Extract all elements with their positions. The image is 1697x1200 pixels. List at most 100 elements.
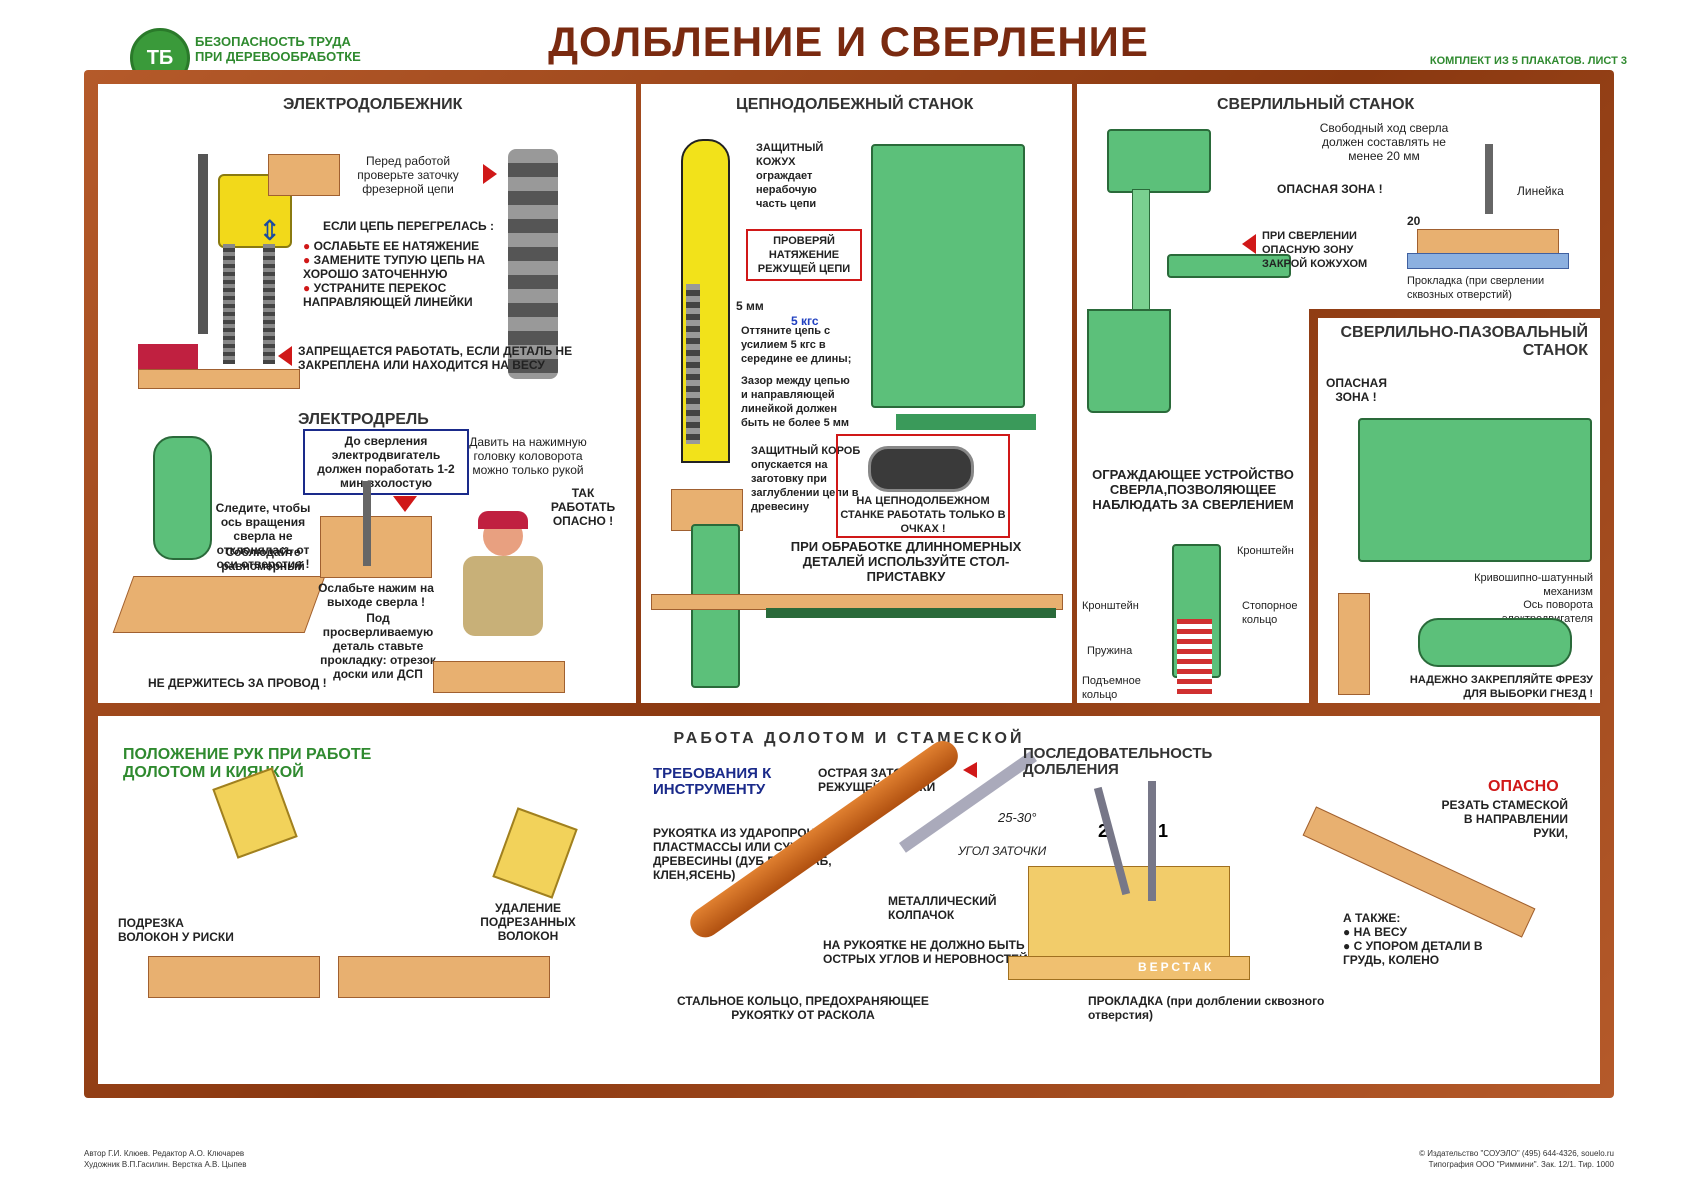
machine-base-illustration [896,414,1036,430]
goggles-box: НА ЦЕПНОДОЛБЕЖНОМ СТАНКЕ РАБОТАТЬ ТОЛЬКО… [836,434,1010,538]
arrow-down-icon [393,496,417,512]
drill-head-illustration [1107,129,1211,193]
wire-warning: НЕ ДЕРЖИТЕСЬ ЗА ПРОВОД ! [148,676,327,690]
lining-label: Прокладка (при сверлении сквозных отверс… [1407,275,1545,301]
overheat-list: ● ОСЛАБЬТЕ ЕЕ НАТЯЖЕНИЕ ● ЗАМЕНИТЕ ТУПУЮ… [303,239,493,309]
lining-text: Под просверливаемую деталь ставьте прокл… [320,611,436,681]
angle-value: 25-30° [998,810,1037,825]
table-illustration [1167,254,1291,278]
axis-text: Следите, чтобы ось вращения сверла не от… [215,501,311,571]
guard-device-text: ОГРАЖДАЮЩЕЕ УСТРОЙСТВО СВЕРЛА,ПОЗВОЛЯЮЩЕ… [1092,467,1294,512]
ring-text: СТАЛЬНОЕ КОЛЬЦО, ПРЕДОХРАНЯЮЩЕЕ РУКОЯТКУ… [677,994,929,1022]
machine-base-illustration [1087,309,1171,413]
panel-chain-mortiser: ЦЕПНОДОЛБЕЖНЫЙ СТАНОК ЗАЩИТНЫЙ КОЖУХ огр… [641,84,1072,703]
bracket-left-label: Кронштейн [1082,600,1139,612]
footer-publisher: © Издательство "СОУЭЛО" (495) 644-4326, … [1419,1149,1614,1158]
bench-label: ВЕРСТАК [1138,960,1215,974]
panel-chisel-work: РАБОТА ДОЛОТОМ И СТАМЕСКОЙ ПОЛОЖЕНИЕ РУК… [98,716,1600,1084]
panel-title: ЦЕПНОДОЛБЕЖНЫЙ СТАНОК [736,96,974,113]
mortise-board-illustration [1028,866,1230,958]
panel-title: СВЕРЛИЛЬНЫЙ СТАНОК [1217,96,1415,113]
footer-printer: Типография ООО "Риммини". Зак. 12/1. Тир… [1428,1160,1614,1169]
wood-block-icon [268,154,340,196]
force-label: 5 кгс [791,314,819,328]
motor-illustration [1418,618,1572,667]
drill-bit-illustration [1485,144,1493,214]
spring-illustration [1177,619,1212,694]
workpiece-illustration [148,956,320,998]
dim-20-label: 20 [1407,214,1421,228]
gap-text: Зазор между цепью и направляющей линейко… [741,375,850,429]
tension-box: ПРОВЕРЯЙ НАТЯЖЕНИЕ РЕЖУЩЕЙ ЦЕПИ [746,229,862,281]
panel-electro-mortiser: ЭЛЕКТРОДОЛБЕЖНИК ⇕ Перед работой проверь… [98,84,636,411]
angle-label: УГОЛ ЗАТОЧКИ [958,844,1047,858]
crank-label: Кривошипно-шатунный механизм [1474,572,1593,598]
bracket-right-label: Кронштейн [1237,545,1294,557]
ruler-label: Линейка [1517,184,1564,198]
step-1-label: 1 [1158,821,1169,841]
panel-title: ЭЛЕКТРОДРЕЛЬ [298,411,429,428]
mortiser-machine-illustration [871,144,1025,408]
footer-right: © Издательство "СОУЭЛО" (495) 644-4326, … [1419,1148,1614,1170]
workpiece-illustration [112,576,326,633]
list-item: ● ОСЛАБЬТЕ ЕЕ НАТЯЖЕНИЕ [303,239,480,253]
list-item: ● С УПОРОМ ДЕТАЛИ В ГРУДЬ, КОЛЕНО [1343,939,1483,967]
danger-zone-label: ОПАСНАЯ ЗОНА ! [1326,376,1387,404]
arrow-left-icon [278,346,292,366]
gap-label: 5 мм [736,299,764,313]
list-item: ● УСТРАНИТЕ ПЕРЕКОС НАПРАВЛЯЮЩЕЙ ЛИНЕЙКИ [303,281,473,309]
logo-text: ТБ [146,46,174,69]
footer-left: Автор Г.И. Клюев. Редактор А.О. Ключарев… [84,1148,247,1170]
page-title: ДОЛБЛЕНИЕ И СВЕРЛЕНИЕ [548,18,1149,65]
overheat-title: ЕСЛИ ЦЕПЬ ПЕРЕГРЕЛАСЬ : [323,219,494,233]
footer-authors: Автор Г.И. Клюев. Редактор А.О. Ключарев [84,1149,245,1158]
footer-artists: Художник В.П.Гасилин. Верстка А.В. Цыпев [84,1160,247,1169]
danger-title: ОПАСНО [1488,778,1559,795]
danger-text: ТАК РАБОТАТЬ ОПАСНО ! [550,486,616,528]
workpiece-illustration [338,956,550,998]
press-text: Давить на нажимную головку коловорота мо… [469,435,587,477]
worker-illustration [448,511,558,666]
panel-drilling-machine: СВЕРЛИЛЬНЫЙ СТАНОК ПРИ СВЕРЛЕНИИ ОПАСНУЮ… [1077,84,1600,401]
free-travel-text: Свободный ход сверла должен составлять н… [1319,121,1449,163]
brand-line-2: ПРИ ДЕРЕВООБРАБОТКЕ [195,49,361,64]
spring-label: Пружина [1087,645,1133,657]
extension-table-illustration [766,608,1056,618]
chain-check-text: Перед работой проверьте заточку фрезерно… [357,154,459,196]
box-text: ЗАЩИТНЫЙ КОРОБ опускается на заготовку п… [751,445,861,513]
goggles-text: НА ЦЕПНОДОЛБЕЖНОМ СТАНКЕ РАБОТАТЬ ТОЛЬКО… [840,495,1006,535]
exit-text: Ослабьте нажим на выходе сверла ! [318,581,434,609]
panel-electric-drill: ЭЛЕКТРОДРЕЛЬ До сверления электродвигате… [98,411,636,703]
stop-ring-label: Стопорное кольцо [1242,600,1298,626]
cover-text: ПРИ СВЕРЛЕНИИ ОПАСНУЮ ЗОНУ ЗАКРОЙ КОЖУХО… [1262,230,1368,270]
slot-machine-illustration [1358,418,1592,562]
seq-title: ПОСЛЕДОВАТЕЛЬНОСТЬ ДОЛБЛЕНИЯ [1023,745,1213,778]
cap-text: МЕТАЛЛИЧЕСКИЙ КОЛПАЧОК [888,894,997,922]
chain-illustration [686,284,700,444]
mallet-illustration [492,807,578,899]
arrow-left-icon [1242,234,1256,254]
long-parts-text: ПРИ ОБРАБОТКЕ ДЛИННОМЕРНЫХ ДЕТАЛЕЙ ИСПОЛ… [790,539,1022,584]
chisel-1-illustration [1148,781,1156,901]
lift-ring-label: Подъемное кольцо [1082,675,1141,701]
arrow-left-icon [963,762,977,778]
cut-text: ПОДРЕЗКА ВОЛОКОН У РИСКИ [118,916,234,944]
remove-text: УДАЛЕНИЕ ПОДРЕЗАННЫХ ВОЛОКОН [480,901,576,943]
mortiser-illustration [138,154,300,389]
panel-title: ЭЛЕКТРОДОЛБЕЖНИК [283,96,463,113]
warning-text: ЗАПРЕЩАЕТСЯ РАБОТАТЬ, ЕСЛИ ДЕТАЛЬ НЕ ЗАК… [298,344,573,372]
panel-drill-guard: ОГРАЖДАЮЩЕЕ УСТРОЙСТВО СВЕРЛА,ПОЗВОЛЯЮЩЕ… [1077,309,1309,703]
danger-text: РЕЗАТЬ СТАМЕСКОЙ В НАПРАВЛЕНИИ РУКИ, [1441,798,1568,840]
list-item: ● ЗАМЕНИТЕ ТУПУЮ ЦЕПЬ НА ХОРОШО ЗАТОЧЕНН… [303,253,486,281]
drill-bit-illustration [363,481,371,566]
pull-text: Оттяните цепь с усилием 5 кгс в середине… [741,325,852,365]
brand-line-1: БЕЗОПАСНОСТЬ ТРУДА [195,34,351,49]
lining-text: ПРОКЛАДКА (при долблении сквозного отвер… [1088,994,1325,1022]
up-down-arrows: ⇕ [258,215,282,246]
guard-text: ЗАЩИТНЫЙ КОЖУХ ограждает нерабочую часть… [756,142,824,210]
drill-illustration [153,436,212,560]
lining-illustration [1407,253,1569,269]
bench-illustration [1008,956,1250,980]
danger-zone-label: ОПАСНАЯ ЗОНА ! [1277,182,1383,196]
